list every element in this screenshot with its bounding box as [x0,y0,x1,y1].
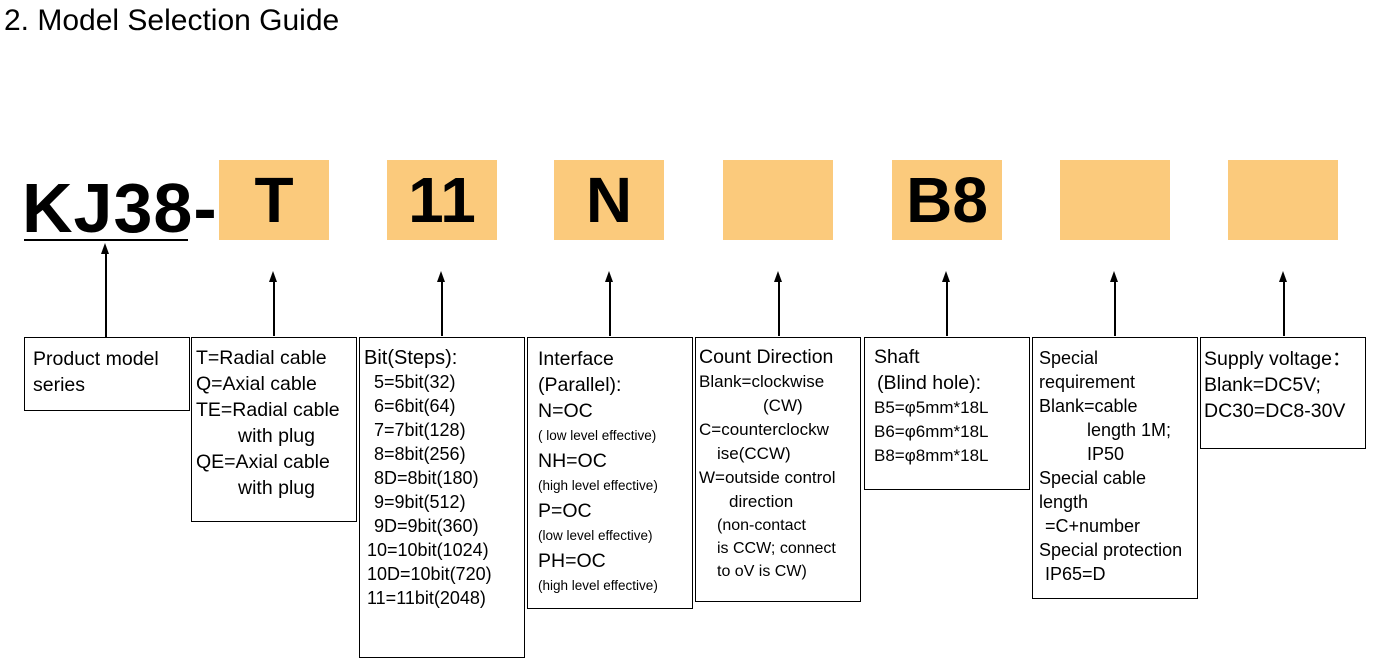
voltage-line: Supply voltage： [1204,348,1352,370]
interface-header: (Parallel): [538,374,622,396]
interface-box: Interface (Parallel): N=OC ( low level e… [527,337,693,609]
interface-note: ( low level effective) [538,428,657,443]
product-series-box: Product model series [24,337,190,411]
shaft-option: B5=φ5mm*18L [874,398,989,417]
cable-option: T=Radial cable [196,347,327,369]
voltage-line: Blank=DC5V; [1204,374,1321,396]
bit-option: 11=11bit(2048) [367,588,486,608]
prefix-underline [24,239,188,241]
count-option: C=counterclockw [699,420,829,439]
count-header: Count Direction [699,346,834,368]
shaft-header: (Blind hole): [877,372,982,394]
cable-option: with plug [238,425,315,447]
interface-option: N=OC [538,400,593,422]
cable-option: Q=Axial cable [196,373,317,395]
code-box-special [1060,160,1170,240]
product-line: series [33,374,86,396]
count-option: ise(CCW) [717,444,791,463]
code-box-interface: N [554,160,664,240]
bit-option: 9=9bit(512) [374,492,466,512]
special-line: requirement [1039,372,1136,392]
bit-steps-box: Bit(Steps): 5=5bit(32) 6=6bit(64) 7=7bit… [359,337,525,658]
count-note: (non-contact [717,517,806,534]
shaft-header: Shaft [874,346,920,368]
bit-option: 9D=9bit(360) [374,516,479,536]
bit-option: 5=5bit(32) [374,372,456,392]
code-box-cable: T [219,160,329,240]
interface-note: (high level effective) [538,578,658,593]
count-option: W=outside control [699,468,836,487]
interface-note: (low level effective) [538,528,653,543]
model-prefix: KJ38- [22,169,218,247]
shaft-option: B8=φ8mm*18L [874,446,989,465]
arrow-shaft [943,271,949,336]
bit-option: 8D=8bit(180) [374,468,479,488]
bit-option: 6=6bit(64) [374,396,456,416]
special-line: Special protection [1039,540,1183,560]
special-line: length 1M; [1087,420,1172,440]
interface-header: Interface [538,348,614,370]
code-box-bit: 11 [387,160,497,240]
cable-option: TE=Radial cable [196,399,340,421]
interface-option: NH=OC [538,450,607,472]
count-note: to oV is CW) [717,563,807,580]
cable-option: QE=Axial cable [196,451,330,473]
special-line: Special [1039,348,1099,368]
code-box-count-direction [723,160,833,240]
arrow-special [1111,271,1117,336]
arrow-bit [438,271,444,336]
shaft-box: Shaft (Blind hole): B5=φ5mm*18L B6=φ6mm*… [864,337,1030,490]
count-option: Blank=clockwise [699,372,825,391]
special-line: IP50 [1087,444,1125,464]
interface-option: P=OC [538,500,592,522]
special-line: IP65=D [1045,564,1106,584]
code-box-voltage [1228,160,1338,240]
count-option: (CW) [763,396,803,415]
bit-option: 10=10bit(1024) [367,540,489,560]
interface-note: (high level effective) [538,478,658,493]
cable-option: with plug [238,477,315,499]
count-option: direction [729,492,794,511]
cable-type-box: T=Radial cable Q=Axial cable TE=Radial c… [191,337,357,522]
count-direction-box: Count Direction Blank=clockwise (CW) C=c… [695,337,861,602]
special-line: =C+number [1045,516,1141,536]
voltage-line: DC30=DC8-30V [1204,400,1346,422]
bit-option: 7=7bit(128) [374,420,466,440]
special-line: Blank=cable [1039,396,1138,416]
arrow-voltage [1280,271,1286,336]
code-box-shaft: B8 [892,160,1002,240]
bit-header: Bit(Steps): [364,347,458,369]
page-title: 2. Model Selection Guide [4,4,340,37]
special-line: length [1039,492,1089,512]
arrow-product [102,243,108,337]
arrow-interface [606,271,612,336]
special-requirement-box: Special requirement Blank=cable length 1… [1032,337,1198,599]
bit-option: 10D=10bit(720) [367,564,492,584]
supply-voltage-box: Supply voltage： Blank=DC5V; DC30=DC8-30V [1200,337,1366,449]
count-note: is CCW; connect [717,540,836,557]
bit-option: 8=8bit(256) [374,444,466,464]
product-line: Product model [33,348,159,370]
arrow-cable [270,271,276,336]
arrow-count-direction [775,271,781,336]
shaft-option: B6=φ6mm*18L [874,422,989,441]
special-line: Special cable [1039,468,1147,488]
interface-option: PH=OC [538,550,606,572]
